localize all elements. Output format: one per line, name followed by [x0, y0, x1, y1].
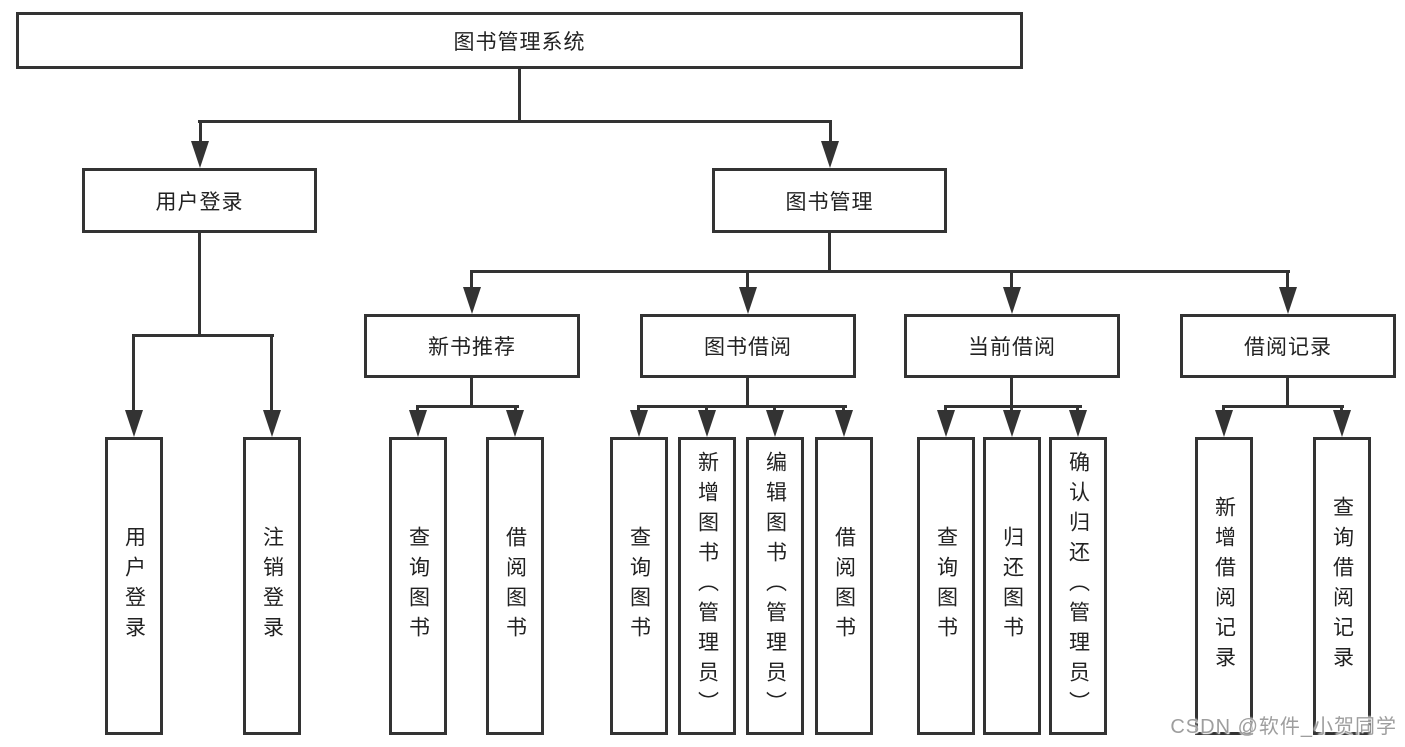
- connector-line: [1076, 405, 1079, 413]
- connector-line: [1286, 270, 1289, 290]
- arrow-down-icon: [409, 410, 427, 437]
- leaf-edit-books-admin: 编辑图书（管理员）: [746, 437, 804, 735]
- leaf-query-borrow-record: 查询借阅记录: [1313, 437, 1371, 735]
- node-borrowing-records: 借阅记录: [1180, 314, 1396, 378]
- connector-line: [746, 378, 749, 408]
- leaf-label: 借阅图书: [503, 526, 527, 646]
- connector-line: [1222, 405, 1225, 413]
- arrow-down-icon: [739, 287, 757, 314]
- node-label: 图书管理: [785, 190, 874, 214]
- leaf-label: 归还图书: [1000, 526, 1024, 646]
- connector-line: [944, 405, 1082, 408]
- connector-line: [416, 405, 419, 413]
- connector-line: [828, 233, 831, 273]
- arrow-down-icon: [1215, 410, 1233, 437]
- connector-line: [198, 233, 201, 337]
- leaf-label: 注销登录: [260, 526, 284, 646]
- connector-line: [944, 405, 947, 413]
- leaf-user-login: 用户登录: [105, 437, 163, 735]
- connector-line: [829, 120, 832, 144]
- connector-line: [842, 405, 845, 413]
- arrow-down-icon: [1003, 410, 1021, 437]
- arrow-down-icon: [766, 410, 784, 437]
- arrow-down-icon: [463, 287, 481, 314]
- connector-line: [518, 69, 521, 123]
- leaf-label: 新增图书（管理员）: [695, 451, 719, 721]
- leaf-label: 新增借阅记录: [1212, 496, 1236, 676]
- connector-line: [705, 405, 708, 413]
- leaf-confirm-return-admin: 确认归还（管理员）: [1049, 437, 1107, 735]
- leaf-label: 查询图书: [934, 526, 958, 646]
- arrow-down-icon: [191, 141, 209, 168]
- leaf-label: 查询图书: [406, 526, 430, 646]
- connector-line: [470, 270, 473, 290]
- leaf-add-borrow-record: 新增借阅记录: [1195, 437, 1253, 735]
- leaf-label: 编辑图书（管理员）: [763, 451, 787, 721]
- node-label: 图书借阅: [704, 336, 792, 359]
- connector-line: [1340, 405, 1343, 413]
- node-book-management: 图书管理: [712, 168, 947, 233]
- watermark: CSDN @软件_小贺同学: [1170, 716, 1397, 738]
- arrow-down-icon: [125, 410, 143, 437]
- leaf-label: 确认归还（管理员）: [1066, 451, 1090, 721]
- connector-line: [514, 405, 517, 413]
- connector-line: [773, 405, 776, 413]
- leaf-label: 查询图书: [627, 526, 651, 646]
- leaf-borrow-books-recommend: 借阅图书: [486, 437, 544, 735]
- arrow-down-icon: [506, 410, 524, 437]
- arrow-down-icon: [937, 410, 955, 437]
- leaf-label: 用户登录: [122, 526, 146, 646]
- arrow-down-icon: [1003, 287, 1021, 314]
- connector-line: [132, 334, 274, 337]
- arrow-down-icon: [1279, 287, 1297, 314]
- connector-line: [637, 405, 640, 413]
- connector-line: [470, 270, 1290, 273]
- leaf-query-books-recommend: 查询图书: [389, 437, 447, 735]
- leaf-label: 借阅图书: [832, 526, 856, 646]
- arrow-down-icon: [630, 410, 648, 437]
- node-label: 借阅记录: [1244, 336, 1332, 359]
- connector-line: [1010, 270, 1013, 290]
- connector-line: [198, 120, 832, 123]
- connector-line: [637, 405, 847, 408]
- node-label: 当前借阅: [968, 336, 1056, 359]
- connector-line: [416, 405, 519, 408]
- connector-line: [1010, 378, 1013, 408]
- node-new-book-recommendation: 新书推荐: [364, 314, 580, 378]
- node-label: 用户登录: [155, 190, 244, 214]
- connector-line: [199, 120, 202, 144]
- arrow-down-icon: [821, 141, 839, 168]
- node-label: 新书推荐: [428, 336, 516, 359]
- connector-line: [1286, 378, 1289, 408]
- leaf-label: 查询借阅记录: [1330, 496, 1354, 676]
- connector-line: [470, 378, 473, 408]
- leaf-return-books: 归还图书: [983, 437, 1041, 735]
- leaf-borrow-books-borrowing: 借阅图书: [815, 437, 873, 735]
- node-label: 图书管理系统: [453, 30, 586, 54]
- node-current-borrowing: 当前借阅: [904, 314, 1120, 378]
- leaf-query-books-current: 查询图书: [917, 437, 975, 735]
- leaf-logout: 注销登录: [243, 437, 301, 735]
- arrow-down-icon: [698, 410, 716, 437]
- connector-line: [132, 336, 135, 412]
- arrow-down-icon: [1069, 410, 1087, 437]
- arrow-down-icon: [835, 410, 853, 437]
- node-book-borrowing: 图书借阅: [640, 314, 856, 378]
- connector-line: [1010, 405, 1013, 413]
- arrow-down-icon: [263, 410, 281, 437]
- leaf-add-books-admin: 新增图书（管理员）: [678, 437, 736, 735]
- connector-line: [270, 336, 273, 412]
- node-user-login: 用户登录: [82, 168, 317, 233]
- leaf-query-books-borrowing: 查询图书: [610, 437, 668, 735]
- connector-line: [1222, 405, 1344, 408]
- connector-line: [746, 270, 749, 290]
- node-library-system: 图书管理系统: [16, 12, 1023, 69]
- arrow-down-icon: [1333, 410, 1351, 437]
